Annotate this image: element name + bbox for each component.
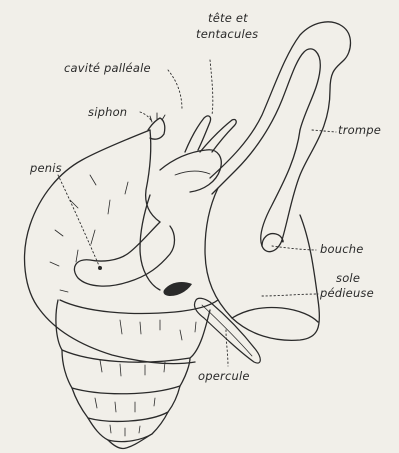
penis (74, 195, 174, 290)
label-tete-line2: tentacules (196, 28, 258, 41)
aperture-lip (146, 130, 160, 222)
penis-outline (74, 222, 174, 286)
leader-opercule (226, 330, 228, 366)
label-cavite-palleale: cavité palléale (64, 62, 151, 75)
spire-whorl-1 (56, 300, 210, 362)
label-trompe: trompe (338, 124, 381, 137)
leader-cavite (168, 70, 182, 110)
proboscis-outer (210, 22, 351, 252)
foot-inner-edge (232, 307, 318, 322)
leader-trompe (312, 130, 336, 132)
proboscis-inner (212, 49, 320, 194)
foot-outline (205, 188, 319, 340)
shell-hatching (50, 175, 196, 436)
tentacle-right (200, 119, 236, 152)
label-bouche: bouche (320, 243, 364, 256)
penis-dot (98, 266, 102, 270)
label-siphon: siphon (88, 106, 127, 119)
label-tete-line1: tête et (208, 12, 248, 25)
label-penis: penis (30, 162, 62, 175)
leader-tete (210, 60, 213, 115)
shell (25, 130, 218, 449)
proboscis (210, 22, 351, 252)
head-crease (175, 171, 210, 175)
leader-penis (58, 175, 100, 268)
label-sole-line1: sole (336, 272, 360, 285)
tentacle-left (185, 116, 211, 152)
label-opercule: opercule (198, 370, 250, 383)
foot (205, 188, 319, 340)
label-sole-line2: pédieuse (320, 287, 374, 300)
operculum-cap (163, 282, 192, 296)
leader-sole (262, 294, 318, 296)
